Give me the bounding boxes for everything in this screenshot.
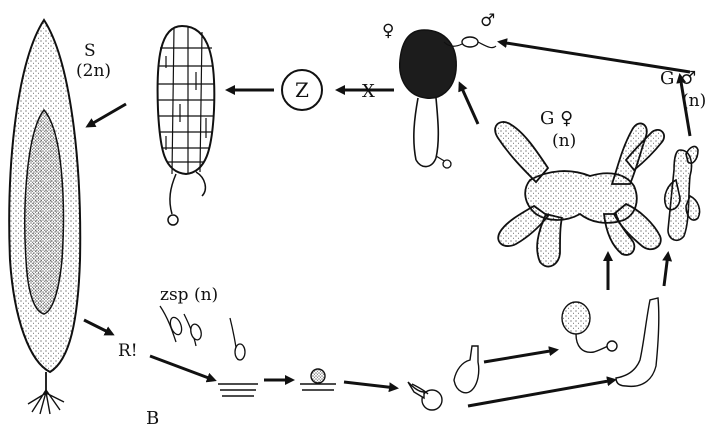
zygote-label: Z [295, 78, 309, 102]
female-gametophyte-ploidy-label: (n) [552, 131, 576, 151]
female-gametophyte-label: G ♀ [540, 108, 573, 129]
young-sporophyte [158, 26, 215, 225]
panel-letter: B [146, 408, 159, 429]
male-gametophyte-label: G ♂ [660, 68, 696, 89]
meiosis-label: R! [118, 341, 138, 361]
fusion-label: X [362, 81, 375, 102]
male-gametophyte [665, 147, 700, 241]
sporophyte-thallus [9, 20, 80, 414]
zygote: Z [282, 70, 322, 110]
female-gametophyte [495, 122, 664, 267]
zoospores-label: zsp (n) [160, 285, 218, 305]
zoospores [160, 306, 245, 360]
settled-spore [218, 369, 336, 396]
male-symbol: ♂ [480, 11, 495, 31]
sporophyte-ploidy-label: (2n) [76, 61, 111, 81]
male-gametophyte-ploidy-label: (n) [682, 91, 706, 111]
sperm-cell [444, 37, 496, 48]
egg-cell [400, 30, 456, 168]
sporophyte-label: S [84, 41, 96, 61]
female-symbol: ♀ [382, 21, 394, 41]
